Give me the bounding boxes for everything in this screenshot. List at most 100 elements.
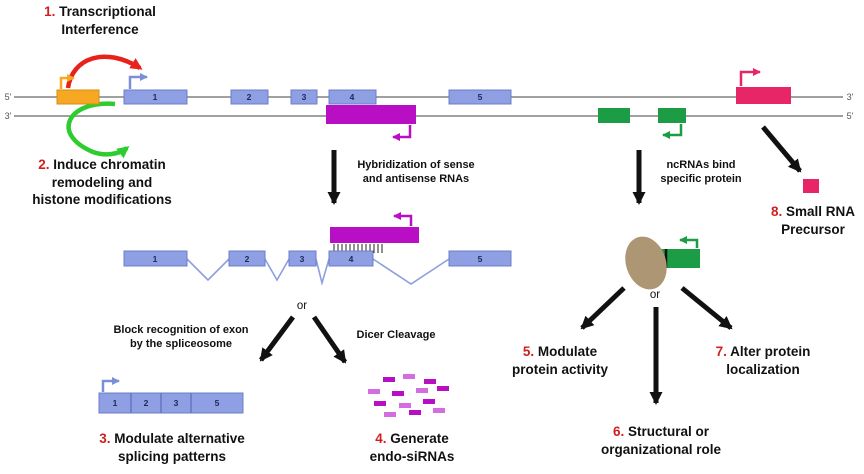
small-rna-flow-arrow (761, 125, 802, 173)
label-4-number: 4. (375, 431, 387, 446)
small-rna-gene-box (736, 87, 791, 104)
alter-localization-arrow (680, 286, 733, 330)
label-3-number: 3. (99, 431, 111, 446)
annotation-hybridization-line2: and antisense RNAs (362, 172, 470, 185)
annotation-dicer-cleavage: Dicer Cleavage (356, 329, 436, 341)
spliced-exon-2-number: 2 (245, 254, 250, 264)
label-1-number: 1. (44, 4, 56, 19)
label-5-number: 5. (522, 344, 535, 359)
alt-splice-exon-5: 5 (215, 398, 220, 408)
alt-splice-dividers (130, 393, 192, 413)
label-2-line3: histone modifications (32, 192, 172, 208)
label-1-line1: Transcriptional (59, 4, 156, 19)
exon-box-3 (290, 89, 318, 105)
spliced-exon-box-1 (123, 250, 188, 267)
label-8-line1: Small RNA (786, 204, 856, 219)
exon-5-number: 5 (478, 92, 483, 102)
small-rna-transcription-start-arrow (739, 68, 761, 86)
label-5-line1: Modulate (537, 344, 598, 359)
label-3-line1: Modulate alternative (114, 431, 245, 446)
spliced-exon-box-3 (288, 250, 317, 267)
exon-box-5 (448, 89, 512, 105)
exon-box-4 (328, 89, 377, 105)
exon-box-1 (123, 89, 188, 105)
label-2-line1: Induce chromatin (53, 157, 166, 172)
label-7-line1: Alter protein (730, 344, 811, 359)
spliced-exon-3-number: 3 (300, 254, 305, 264)
protein-oval (625, 236, 667, 290)
promoter-transcription-start-arrow (59, 74, 75, 89)
exon-box-2 (230, 89, 269, 105)
label-3-alternative-splicing: 3. Modulate alternative splicing pattern… (99, 430, 245, 465)
ncrna-gene-box-1 (598, 108, 630, 123)
strand-label-bottom-right: 5' (847, 111, 854, 121)
modulate-activity-arrow (580, 286, 626, 330)
gene-transcription-start-arrow (128, 73, 148, 89)
alt-spliced-mrna-box (98, 392, 244, 414)
spliced-exon-box-4 (328, 250, 374, 267)
dicer-cleavage-arrow (311, 315, 348, 364)
annotation-hybridization-line1: Hybridization of sense (357, 159, 475, 171)
strand-label-bottom-left: 3' (5, 111, 12, 121)
strand-label-top-left: 5' (5, 92, 12, 102)
alt-splice-transcription-arrow (101, 377, 120, 392)
spliced-exon-4-number: 4 (349, 254, 354, 264)
label-7-line2: localization (726, 361, 800, 377)
antisense-rna-box (330, 227, 419, 243)
antisense-transcription-start-arrow (392, 125, 412, 141)
small-rna-precursor-box (803, 179, 819, 193)
annotation-block-line2: by the spliceosome (129, 337, 233, 350)
endo-sirna-fragments (368, 374, 449, 417)
label-6-number: 6. (612, 424, 625, 439)
exon-3-number: 3 (302, 92, 307, 102)
bound-ncrna-arrow (679, 236, 699, 248)
label-4-line2: endo-siRNAs (369, 448, 455, 464)
alt-splice-exon-2: 2 (144, 398, 149, 408)
alt-splice-exon-1: 1 (113, 398, 118, 408)
label-6-line2: organizational role (600, 441, 722, 457)
or-label-right: or (649, 289, 661, 301)
promoter-box (56, 89, 100, 105)
ncrna-transcription-start-arrow (662, 124, 683, 139)
label-8-line2: Precursor (781, 221, 845, 237)
label-5-modulate-protein-activity: 5. Modulate protein activity (512, 343, 608, 378)
spliced-exon-1-number: 1 (153, 254, 158, 264)
annotation-block-recognition: Block recognition of exon by the spliceo… (113, 324, 248, 352)
annotation-ncrna-bind: ncRNAs bind specific protein (660, 159, 741, 187)
annotation-ncrna-line2: specific protein (660, 172, 742, 185)
annotation-block-line1: Block recognition of exon (113, 324, 249, 336)
label-2-chromatin-remodeling: 2. Induce chromatin remodeling and histo… (32, 156, 172, 209)
alt-splice-exon-3: 3 (174, 398, 179, 408)
label-6-structural-role: 6. Structural or organizational role (601, 423, 721, 458)
label-6-line1: Structural or (628, 424, 710, 439)
chromatin-remodeling-arrow (66, 101, 130, 159)
label-7-number: 7. (715, 344, 727, 359)
or-label-left: or (296, 300, 308, 312)
spliced-exon-5-number: 5 (478, 254, 483, 264)
label-2-number: 2. (38, 157, 50, 172)
annotation-hybridization: Hybridization of sense and antisense RNA… (357, 159, 474, 187)
exon-1-number: 1 (153, 92, 158, 102)
spliced-exon-box-2 (228, 250, 266, 267)
label-2-line2: remodeling and (51, 174, 153, 190)
label-7-alter-protein-localization: 7. Alter protein localization (716, 343, 811, 378)
label-1-transcriptional-interference: 1. Transcriptional Interference (44, 3, 156, 38)
label-4-endo-sirnas: 4. Generate endo-siRNAs (370, 430, 455, 465)
spliced-exon-box-5 (448, 250, 512, 267)
block-recognition-arrow (258, 315, 296, 362)
exon-4-number: 4 (350, 92, 355, 102)
annotation-ncrna-line1: ncRNAs bind (666, 159, 736, 171)
intron-lines (186, 258, 450, 287)
antisense-transcript-box (326, 105, 416, 124)
label-5-line2: protein activity (511, 361, 609, 377)
antisense-rna-arrow (393, 212, 413, 226)
label-1-line2: Interference (61, 21, 139, 37)
label-8-number: 8. (770, 204, 783, 219)
label-3-line2: splicing patterns (117, 448, 227, 464)
strand-label-top-right: 3' (847, 92, 854, 102)
label-4-line1: Generate (390, 431, 449, 446)
exon-2-number: 2 (247, 92, 252, 102)
label-8-small-rna-precursor: 8. Small RNA Precursor (771, 203, 855, 238)
